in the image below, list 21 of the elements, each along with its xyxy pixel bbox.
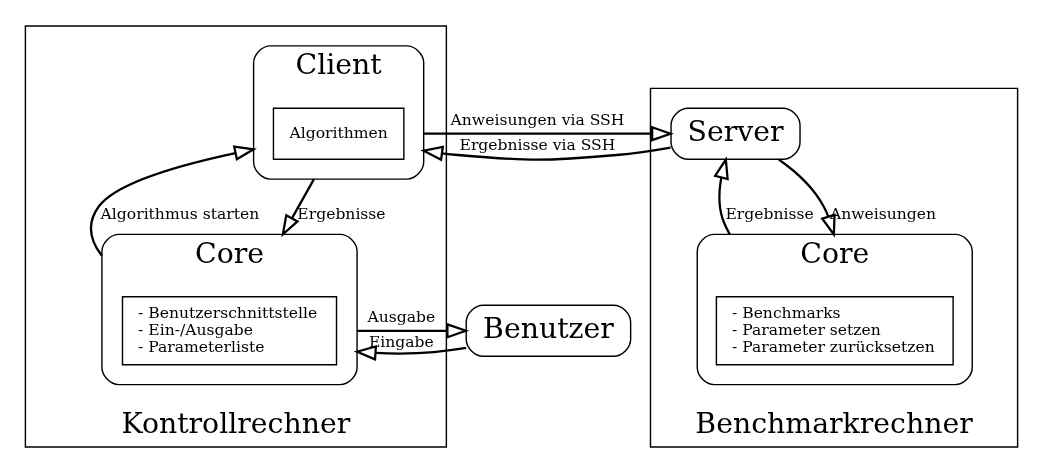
arrow bbox=[778, 158, 836, 238]
node-box: - Benchmarks - Parameter setzen - Parameter zurücksetzen bbox=[715, 295, 954, 365]
edge-label: Ergebnisse via SSH bbox=[459, 135, 616, 154]
node-box: Algorithmen bbox=[272, 107, 405, 160]
arrow bbox=[423, 125, 674, 142]
arrow bbox=[89, 144, 257, 256]
edge-label: Algorithmus starten bbox=[100, 204, 260, 222]
edge-label: Anweisungen via SSH bbox=[450, 110, 625, 129]
edge-label: Ergebnisse bbox=[725, 204, 814, 222]
arrow bbox=[713, 155, 731, 235]
arrow bbox=[281, 178, 315, 237]
arrow bbox=[353, 344, 467, 361]
node-box: Server bbox=[670, 107, 801, 160]
edge-label: Ergebnisse bbox=[297, 204, 386, 222]
edge-label: Anweisungen bbox=[829, 204, 936, 222]
node-box: Benutzer bbox=[465, 304, 632, 357]
edge-label: Ausgabe bbox=[367, 307, 436, 326]
edge-label: Eingabe bbox=[368, 332, 434, 351]
arrow bbox=[420, 144, 671, 161]
node-box: - Benutzerschnittstelle - Ein-/Ausgabe - Parameterliste bbox=[121, 295, 338, 365]
arrow bbox=[357, 322, 470, 339]
